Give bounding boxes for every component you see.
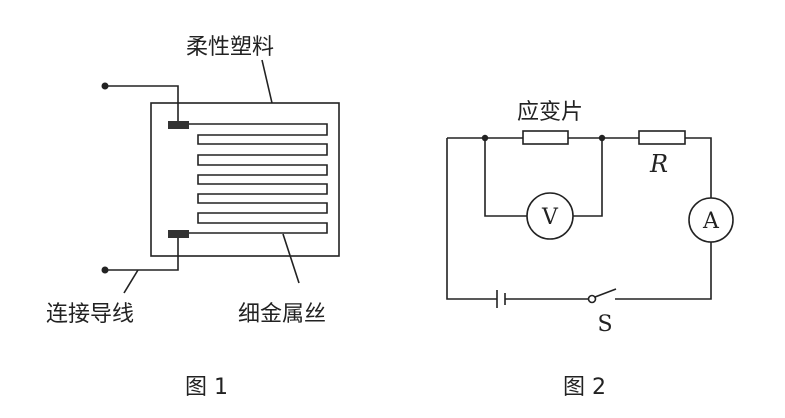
top-lead-wire [105, 85, 179, 122]
label-strain-gauge: 应变片 [517, 100, 583, 125]
label-resistor-r: R [649, 150, 668, 178]
bottom-solder-pad [168, 230, 189, 238]
wire-leader-line [282, 233, 300, 284]
bottom-lead-wire [105, 236, 179, 271]
junction-node-left [481, 134, 489, 142]
resistor-r [638, 130, 686, 145]
voltmeter-symbol: V [541, 205, 559, 230]
flexible-plastic-substrate [150, 102, 340, 257]
ammeter-symbol: A [702, 209, 720, 234]
top-terminal [101, 82, 109, 90]
voltmeter-branch [484, 138, 603, 217]
switch-pivot [587, 294, 597, 304]
label-flexible-plastic: 柔性塑料 [186, 35, 274, 60]
voltmeter [526, 192, 574, 240]
label-connecting-leads: 连接导线 [46, 302, 134, 327]
bottom-terminal [101, 266, 109, 274]
junction-node-right [598, 134, 606, 142]
figure-1-caption: 图 1 [185, 375, 228, 400]
plastic-leader-line [261, 59, 273, 104]
strain-gauge-resistor [522, 130, 569, 145]
serpentine-metal-wire [189, 123, 328, 234]
label-fine-metal-wire: 细金属丝 [238, 302, 326, 327]
figure-2-caption: 图 2 [563, 375, 606, 400]
switch-blade [594, 288, 617, 298]
circuit-wires [446, 137, 712, 300]
figure-2-circuit: 应变片 R V A S 图 2 [446, 100, 734, 400]
label-switch-s: S [597, 312, 612, 337]
lead-leader-line [123, 269, 139, 294]
figure-1-strain-gauge: 柔性塑料 细金属丝 连接导线 图 1 [46, 35, 340, 400]
top-solder-pad [168, 121, 189, 129]
ammeter [688, 197, 734, 243]
